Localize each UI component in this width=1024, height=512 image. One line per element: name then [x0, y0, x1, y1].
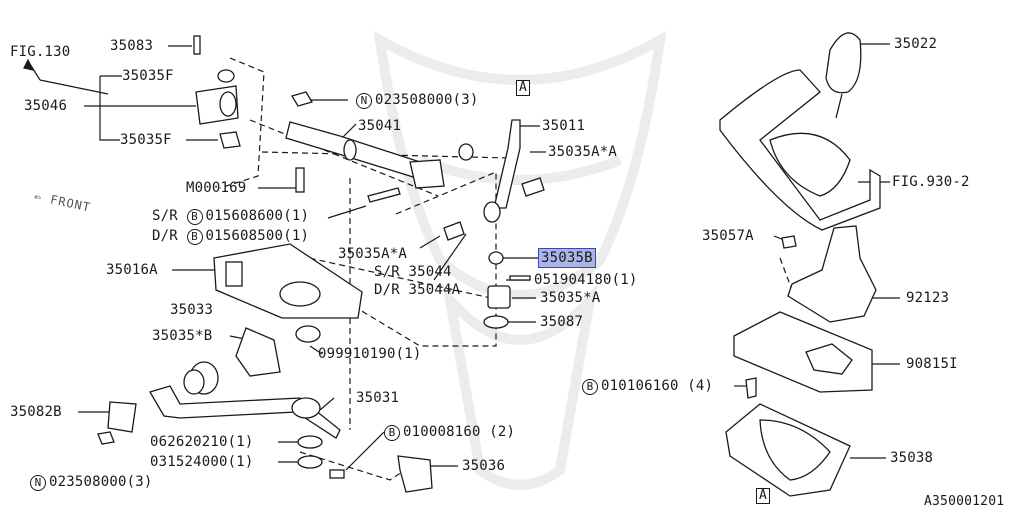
- ref-box-a: A: [516, 80, 530, 96]
- lever-35011: [493, 119, 521, 209]
- label-35035a-mid: 35035A*A: [338, 246, 408, 262]
- label-m000169: M000169: [186, 180, 247, 196]
- symbol-b-circle: B: [384, 425, 400, 441]
- nut-023508000-top: [291, 91, 313, 107]
- label-35057a: 35057A: [702, 228, 754, 244]
- label-35087: 35087: [540, 314, 584, 330]
- ring-35087: [483, 315, 509, 329]
- boot-35035a: [487, 285, 511, 309]
- symbol-n-circle: N: [30, 475, 46, 491]
- clip-031524000: [297, 455, 323, 469]
- bushing-35035f-top: [217, 69, 235, 83]
- bushing-rod-end: [458, 143, 474, 161]
- bolt-010008160: [329, 469, 345, 479]
- symbol-b-circle: B: [582, 379, 598, 395]
- bolt-015608600: [367, 187, 401, 203]
- label-35038: 35038: [890, 450, 934, 466]
- label-35036: 35036: [462, 458, 506, 474]
- boot-92123: [787, 225, 877, 323]
- label-35035b-highlighted[interactable]: 35035B: [538, 248, 596, 268]
- label-35033: 35033: [170, 302, 214, 318]
- label-35041: 35041: [358, 118, 402, 134]
- label-35046: 35046: [24, 98, 68, 114]
- symbol-b-circle: B: [186, 229, 203, 245]
- label-35011: 35011: [542, 118, 586, 134]
- knob-35022: [825, 32, 862, 94]
- bushing-35035a-top: [521, 177, 545, 197]
- label-35016a: 35016A: [106, 262, 158, 278]
- label-dr-35044a: D/R 35044A: [374, 282, 461, 298]
- plate-35016a: [213, 243, 363, 319]
- label-35035-star-a: 35035*A: [540, 290, 601, 306]
- housing-35033: [235, 327, 281, 377]
- washer-062620210: [297, 435, 323, 449]
- label-35022: 35022: [894, 36, 938, 52]
- label-35082b: 35082B: [10, 404, 62, 420]
- label-35035f-bottom: 35035F: [120, 132, 172, 148]
- label-fig130: FIG.130: [10, 44, 71, 60]
- label-031524000: 031524000(1): [150, 454, 254, 470]
- label-099910190: 099910190(1): [318, 346, 422, 362]
- bolt-m000169: [295, 167, 305, 193]
- rod-35031: [149, 385, 341, 439]
- screw-35057a: [781, 235, 797, 249]
- nut-023508000-bottom: [97, 431, 115, 445]
- label-051904180: 051904180(1): [534, 272, 638, 288]
- symbol-b-circle: B: [186, 209, 203, 225]
- pin-35083: [193, 35, 201, 55]
- label-35083: 35083: [110, 38, 154, 54]
- bushing-35035f-bottom: [219, 131, 241, 149]
- label-sr-35044: S/R 35044: [374, 264, 452, 280]
- console-trim: [719, 69, 881, 231]
- bracket-35082b: [107, 401, 137, 433]
- fig130-arrow: [29, 63, 109, 95]
- pin-051904180: [509, 275, 531, 281]
- gasket-099910190: [295, 325, 321, 343]
- bracket-35036: [397, 455, 433, 493]
- watermark-crest: [373, 30, 667, 490]
- label-35035f-top: 35035F: [122, 68, 174, 84]
- label-35035a-top: 35035A*A: [548, 144, 618, 160]
- label-92123: 92123: [906, 290, 950, 306]
- label-35035b-star: 35035*B: [152, 328, 213, 344]
- label-90815i: 90815I: [906, 356, 958, 372]
- symbol-n-circle: N: [356, 93, 372, 109]
- screw-010106160: [745, 377, 757, 399]
- diagram-id: A350001201: [924, 494, 1005, 509]
- ref-box-a-bottom: A: [756, 488, 770, 504]
- label-062620210: 062620210(1): [150, 434, 254, 450]
- bushing-35035a-mid: [443, 221, 465, 241]
- label-fig930: FIG.930-2: [892, 174, 970, 190]
- label-35031: 35031: [356, 390, 400, 406]
